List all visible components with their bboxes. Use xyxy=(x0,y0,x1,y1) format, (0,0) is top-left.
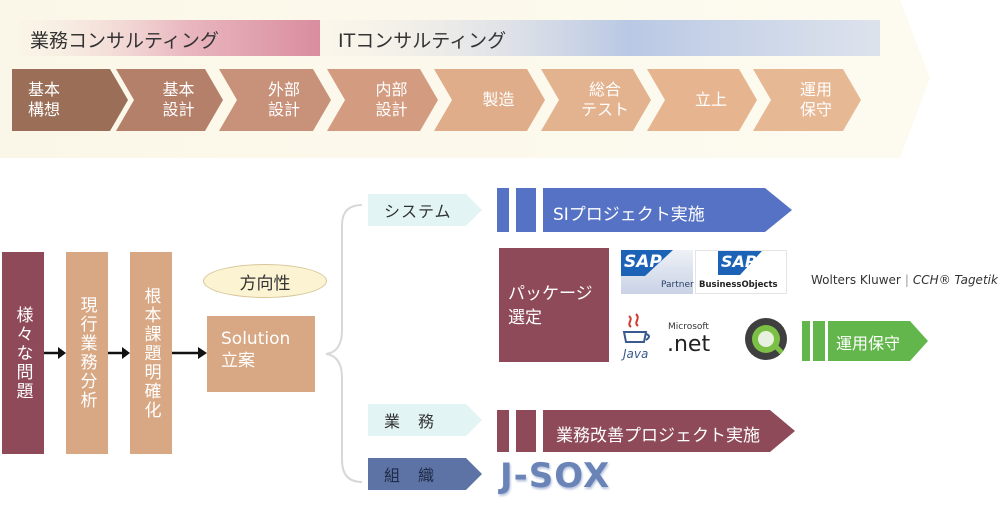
direction-label: 方向性 xyxy=(239,273,291,294)
java-text: Java xyxy=(623,347,649,361)
si-project-arrow xyxy=(543,188,792,232)
microsoft-text: Microsoft xyxy=(668,322,709,332)
phase-basic-design: 基本 設計 xyxy=(162,80,195,119)
dotnet-text: .net xyxy=(667,332,711,357)
phase-manufacturing: 製造 xyxy=(482,90,515,109)
problems-box: 様々な問題 xyxy=(2,252,44,454)
java-cup-icon xyxy=(622,313,650,343)
business-consulting-label: 業務コンサルティング xyxy=(30,30,219,52)
phase-arrow-8 xyxy=(753,69,861,131)
qlik-logo xyxy=(742,316,790,362)
sap-bo-sub: BusinessObjects xyxy=(699,280,778,290)
sap-partner-brand: SAP xyxy=(624,252,662,272)
si-project-label: SIプロジェクト実施 xyxy=(553,205,705,225)
org-tag: 組 織 xyxy=(384,466,436,485)
sap-partner-shape xyxy=(621,250,673,276)
direction-ellipse: 方向性 xyxy=(203,264,327,298)
package-line-2: 選定 xyxy=(508,308,542,328)
solution-line-1: Solution xyxy=(221,329,291,349)
root-cause-box: 根本課題明確化 xyxy=(130,252,172,454)
biz-stripe-1 xyxy=(497,410,509,452)
si-stripe-2 xyxy=(516,188,536,232)
sap-bo-brand: SAP xyxy=(721,252,757,271)
phase-basic-concept: 基本 構想 xyxy=(28,80,61,119)
phase-external-design: 外部 設計 xyxy=(267,80,300,119)
package-box xyxy=(499,248,609,362)
system-tag-shape xyxy=(368,194,482,226)
sap-partner-logo: SAP Partner xyxy=(621,250,694,294)
phase-launch: 立上 xyxy=(694,90,727,109)
business-tag: 業 務 xyxy=(384,412,436,431)
phase-arrow-4 xyxy=(327,69,438,131)
logo-divider: | xyxy=(904,273,909,287)
business-tag-shape xyxy=(368,404,482,436)
ops-stripe-2 xyxy=(813,321,825,361)
phase-arrows xyxy=(12,69,861,131)
process-band xyxy=(0,0,930,158)
operation-label: 運用保守 xyxy=(836,334,901,353)
phase-arrow-5 xyxy=(434,69,545,131)
solution-box: Solution 立案 xyxy=(207,316,315,392)
phase-arrow-7 xyxy=(647,69,757,131)
ops-stripe-1 xyxy=(802,321,810,361)
wolters-kluwer-logo: Wolters Kluwer | CCH® Tagetik xyxy=(806,270,998,290)
system-tag: システム xyxy=(384,202,452,221)
package-label: パッケージ 選定 xyxy=(508,282,593,330)
biz-stripe-2 xyxy=(516,410,536,452)
sap-businessobjects-logo: SAP BusinessObjects xyxy=(695,250,787,294)
dotnet-logo: Microsoft .net xyxy=(660,318,732,362)
business-project-label: 業務改善プロジェクト実施 xyxy=(556,426,760,446)
arrow-1 xyxy=(44,347,66,359)
phase-integration-test: 総合 テスト xyxy=(580,80,629,119)
arrow-2 xyxy=(108,347,130,359)
sap-bo-shape xyxy=(718,251,762,275)
phase-arrow-1 xyxy=(12,69,128,131)
wolters-kluwer-text: Wolters Kluwer xyxy=(811,273,901,287)
operation-arrow xyxy=(828,321,928,361)
arrow-3 xyxy=(172,347,207,359)
branch-brace xyxy=(325,204,363,483)
current-analysis-box: 現行業務分析 xyxy=(66,252,108,454)
solution-line-2: 立案 xyxy=(221,351,255,371)
java-logo: Java xyxy=(616,312,656,364)
sap-partner-sub: Partner xyxy=(661,280,694,290)
org-tag-shape xyxy=(368,458,482,490)
phase-internal-design: 内部 設計 xyxy=(375,80,408,119)
phase-arrow-6 xyxy=(541,69,651,131)
phase-operation: 運用 保守 xyxy=(799,80,832,119)
jsox-label: J-SOX xyxy=(500,456,611,496)
business-project-arrow xyxy=(543,410,795,452)
phase-arrow-2 xyxy=(116,69,223,131)
qlik-icon xyxy=(745,318,787,360)
phase-arrow-3 xyxy=(219,69,331,131)
si-stripe-1 xyxy=(497,188,509,232)
it-consulting-label: ITコンサルティング xyxy=(338,30,507,52)
package-line-1: パッケージ xyxy=(508,284,593,304)
cch-tagetik-text: CCH® Tagetik xyxy=(912,273,998,287)
